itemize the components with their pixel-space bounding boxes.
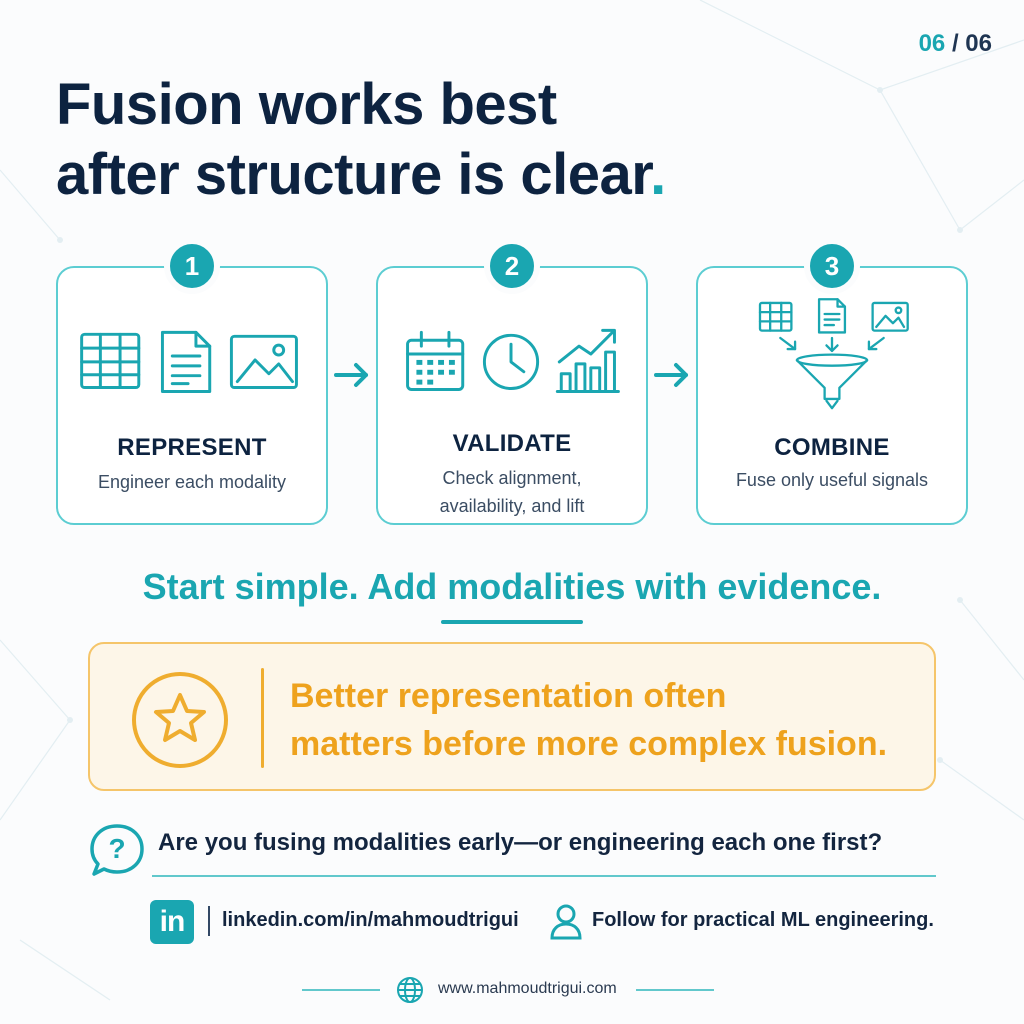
question-divider xyxy=(152,875,936,877)
document-icon xyxy=(817,298,847,334)
step-label: REPRESENT xyxy=(117,434,267,461)
step-card-validate: 2 VALIDAT xyxy=(376,238,648,525)
page-separator: / xyxy=(951,30,959,57)
document-icon xyxy=(160,330,212,393)
step-description-line-2: availability, and lift xyxy=(439,496,585,516)
headline: Start simple. Add modalities with eviden… xyxy=(142,566,882,607)
footer-rule-left xyxy=(302,989,380,991)
arrow-right-icon xyxy=(654,363,688,387)
callout-text: Better representation often matters befo… xyxy=(290,672,930,768)
page-title: Fusion works best after structure is cle… xyxy=(56,70,876,210)
person-icon xyxy=(550,904,582,940)
step-number-badge: 3 xyxy=(804,238,860,294)
footer-rule-right xyxy=(636,989,714,991)
page-current: 06 xyxy=(918,30,946,57)
arrow-right-icon xyxy=(334,363,368,387)
follow-text: Follow for practical ML engineering. xyxy=(592,909,934,931)
step-2-icons xyxy=(406,328,620,393)
linkedin-separator xyxy=(208,906,210,936)
question-bubble-icon: ? xyxy=(90,824,144,876)
image-icon xyxy=(871,301,909,332)
growth-chart-icon xyxy=(555,328,620,393)
title-line-2: after structure is clear xyxy=(56,142,651,207)
step-description: Fuse only useful signals xyxy=(735,470,929,490)
step-number-badge: 1 xyxy=(164,238,220,294)
star-icon xyxy=(132,672,228,768)
callout-line-2: matters before more complex fusion. xyxy=(290,725,888,763)
clock-icon xyxy=(482,333,540,390)
headline-underline xyxy=(441,620,583,624)
svg-text:?: ? xyxy=(108,833,125,864)
arrows-in-icon xyxy=(779,336,885,353)
linkedin-icon[interactable]: in xyxy=(150,900,194,944)
step-card-represent: 1 REPRESENT Engineer each modality xyxy=(56,238,328,525)
linkedin-link[interactable]: linkedin.com/in/mahmoudtrigui xyxy=(222,909,519,931)
calendar-icon xyxy=(406,330,465,391)
callout-divider xyxy=(261,668,264,768)
question-text: Are you fusing modalities early—or engin… xyxy=(158,829,883,856)
website-link[interactable]: www.mahmoudtrigui.com xyxy=(438,980,617,997)
step-number-badge: 2 xyxy=(484,238,540,294)
callout-line-1: Better representation often xyxy=(290,677,727,715)
step-label: VALIDATE xyxy=(452,430,572,457)
step-description: Engineer each modality xyxy=(97,472,287,492)
callout-box: Better representation often matters befo… xyxy=(88,642,936,791)
step-description-line-1: Check alignment, xyxy=(442,468,582,488)
step-3-icons xyxy=(758,298,909,410)
table-icon xyxy=(80,332,141,390)
title-dot: . xyxy=(650,142,666,207)
step-1-icons xyxy=(80,330,298,393)
step-label: COMBINE xyxy=(774,434,890,461)
image-icon xyxy=(229,334,298,390)
table-icon xyxy=(758,301,793,332)
title-line-1: Fusion works best xyxy=(56,72,557,137)
page-indicator: 06 / 06 xyxy=(919,30,992,58)
funnel-icon xyxy=(795,353,869,410)
page-total: 06 xyxy=(965,30,992,57)
globe-icon xyxy=(397,977,423,1003)
step-card-combine: 3 xyxy=(696,238,968,525)
